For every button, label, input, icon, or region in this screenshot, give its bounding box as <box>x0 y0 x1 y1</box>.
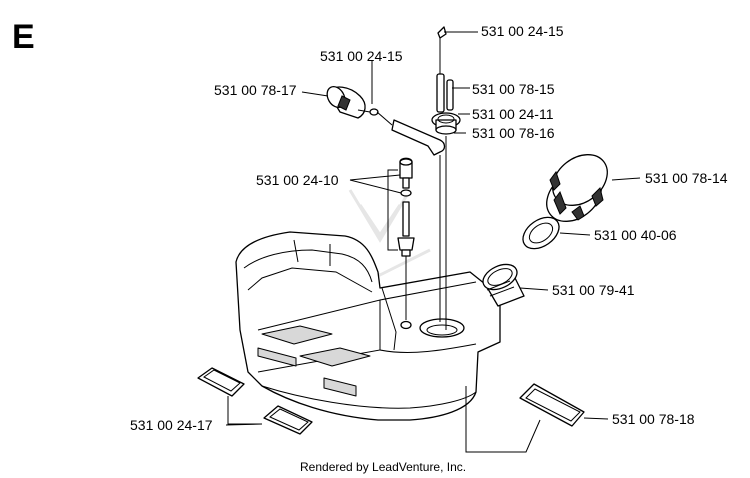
tank-bumper-left-upper <box>197 367 245 397</box>
callout-label-5: 531 00 24-11 <box>472 106 554 122</box>
callout-label-10: 531 00 79-41 <box>552 282 635 298</box>
callout-label-6: 531 00 78-16 <box>472 125 555 141</box>
callout-label-11: 531 00 24-17 <box>130 417 213 433</box>
callout-label-4: 531 00 78-17 <box>214 82 297 98</box>
return-hose <box>436 73 454 113</box>
credit-line: Rendered by LeadVenture, Inc. <box>300 460 466 474</box>
tank-bumper-left-lower <box>263 405 313 435</box>
callout-label-3: 531 00 78-15 <box>472 81 555 97</box>
cap-seal <box>522 216 560 250</box>
fuel-filter <box>326 86 379 119</box>
callout-label-8: 531 00 78-14 <box>645 170 728 186</box>
callout-label-12: 531 00 78-18 <box>612 411 695 427</box>
hose-grommet <box>431 112 461 135</box>
tank-bumper-right <box>519 383 585 427</box>
callout-label-7: 531 00 24-10 <box>256 172 339 188</box>
pickup-washer <box>400 189 412 197</box>
pickup-weight <box>399 157 413 189</box>
fuel-hose <box>391 119 446 156</box>
callout-label-9: 531 00 40-06 <box>594 227 677 243</box>
assembly-lines <box>376 38 447 330</box>
fuel-cap <box>546 154 608 222</box>
fuel-tank <box>235 231 525 421</box>
section-letter: E <box>12 18 35 56</box>
pickup-tube <box>397 201 415 257</box>
callout-leaders <box>225 31 641 426</box>
callout-label-1: 531 00 24-15 <box>481 23 564 39</box>
hose-clip-top <box>437 26 447 39</box>
callout-label-2: 531 00 24-15 <box>320 48 403 64</box>
